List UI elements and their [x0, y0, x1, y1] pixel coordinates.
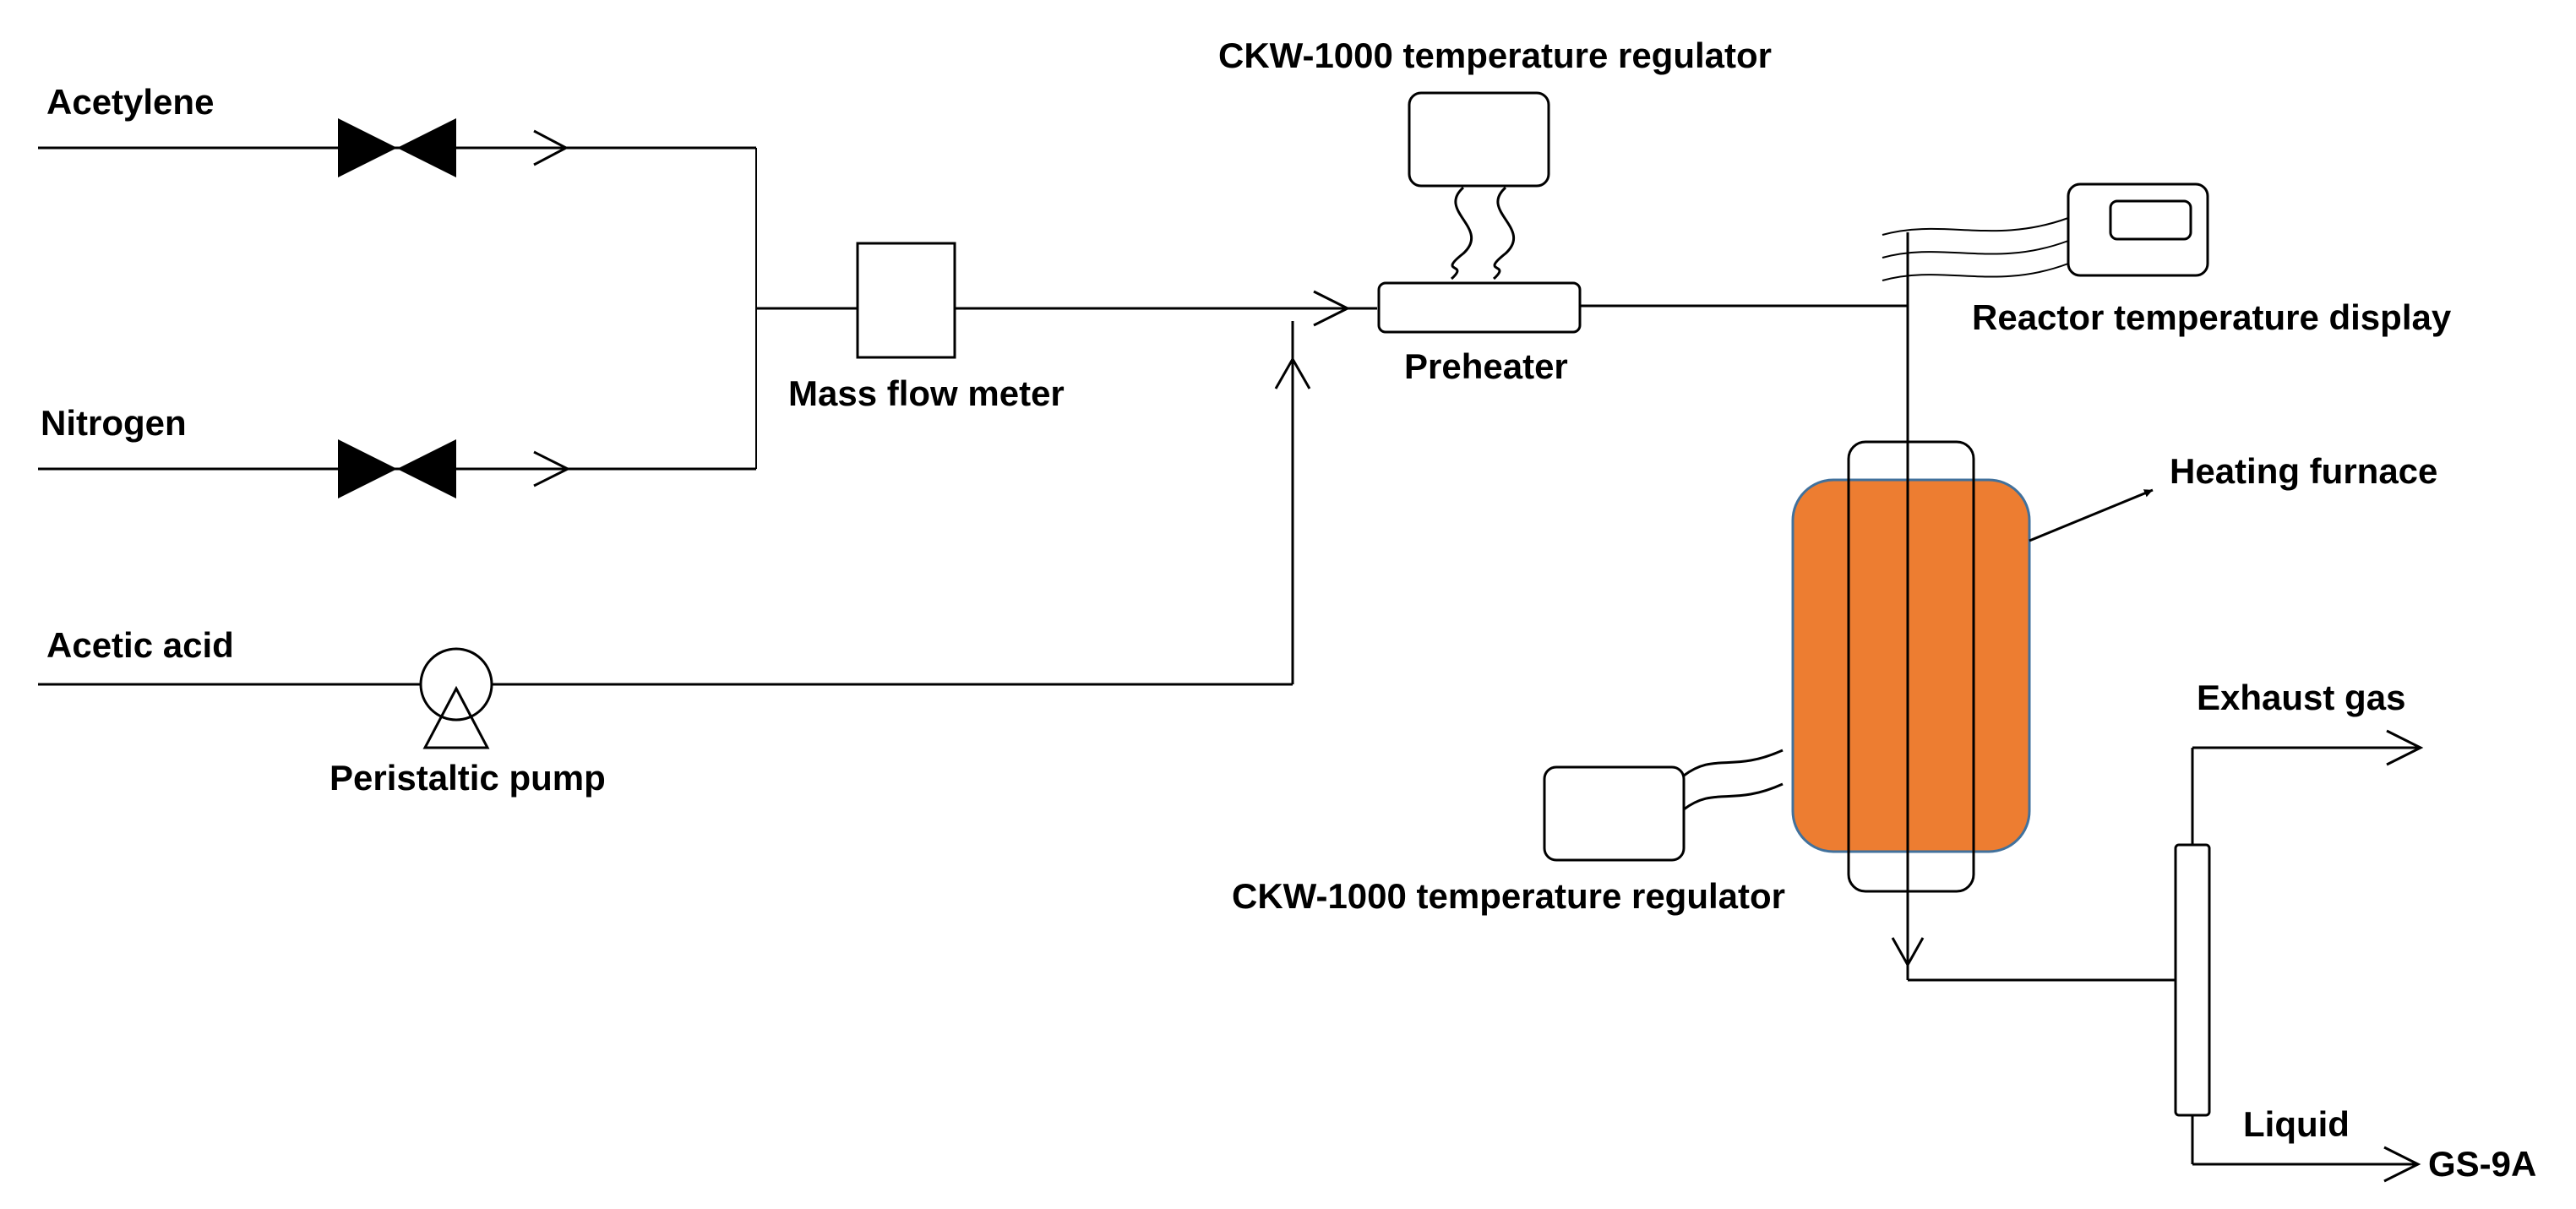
flow-arrow-icon [1313, 290, 1351, 327]
acetic-acid-line [38, 321, 1311, 686]
flow-arrow-icon [1274, 356, 1311, 389]
flow-arrow-icon [533, 450, 571, 487]
flow-arrow-icon [533, 129, 569, 166]
label-acetylene: Acetylene [46, 82, 214, 122]
display-screen-icon [2109, 199, 2192, 241]
label-reactor-temp-display: Reactor temperature display [1972, 297, 2452, 337]
liquid-line [2191, 1115, 2421, 1183]
label-acetic-acid: Acetic acid [46, 625, 234, 665]
condenser-tube [2174, 843, 2211, 1117]
label-peristaltic-pump: Peristaltic pump [329, 758, 606, 798]
heating-furnace-body [1791, 478, 2031, 853]
nitrogen-valve-icon [338, 439, 456, 498]
label-liquid: Liquid [2243, 1104, 2350, 1144]
label-preheater: Preheater [1404, 346, 1568, 386]
label-nitrogen: Nitrogen [41, 403, 187, 443]
label-temp-regulator-top: CKW-1000 temperature regulator [1218, 35, 1772, 75]
label-mass-flow-meter: Mass flow meter [788, 373, 1065, 413]
peristaltic-pump-icon [419, 647, 493, 749]
label-heating-furnace: Heating furnace [2170, 451, 2437, 491]
heating-cable-bottom [1683, 749, 1784, 811]
acetylene-valve-icon [338, 118, 456, 177]
temp-regulator-top-box [1408, 91, 1550, 188]
temp-regulator-bottom-box [1543, 765, 1686, 862]
heating-furnace-pointer [2029, 488, 2154, 542]
label-temp-regulator-bottom: CKW-1000 temperature regulator [1232, 876, 1785, 916]
reactor-tube [1847, 440, 1975, 893]
mass-flow-meter-box [856, 242, 956, 359]
label-gs9a: GS-9A [2428, 1144, 2536, 1184]
preheater-box [1377, 281, 1582, 334]
flow-arrow-icon [1891, 937, 1925, 968]
thermocouple-wires [1882, 217, 2069, 281]
exhaust-gas-line [2191, 729, 2424, 845]
label-exhaust-gas: Exhaust gas [2197, 678, 2405, 717]
heating-cable-top [1450, 186, 1516, 280]
